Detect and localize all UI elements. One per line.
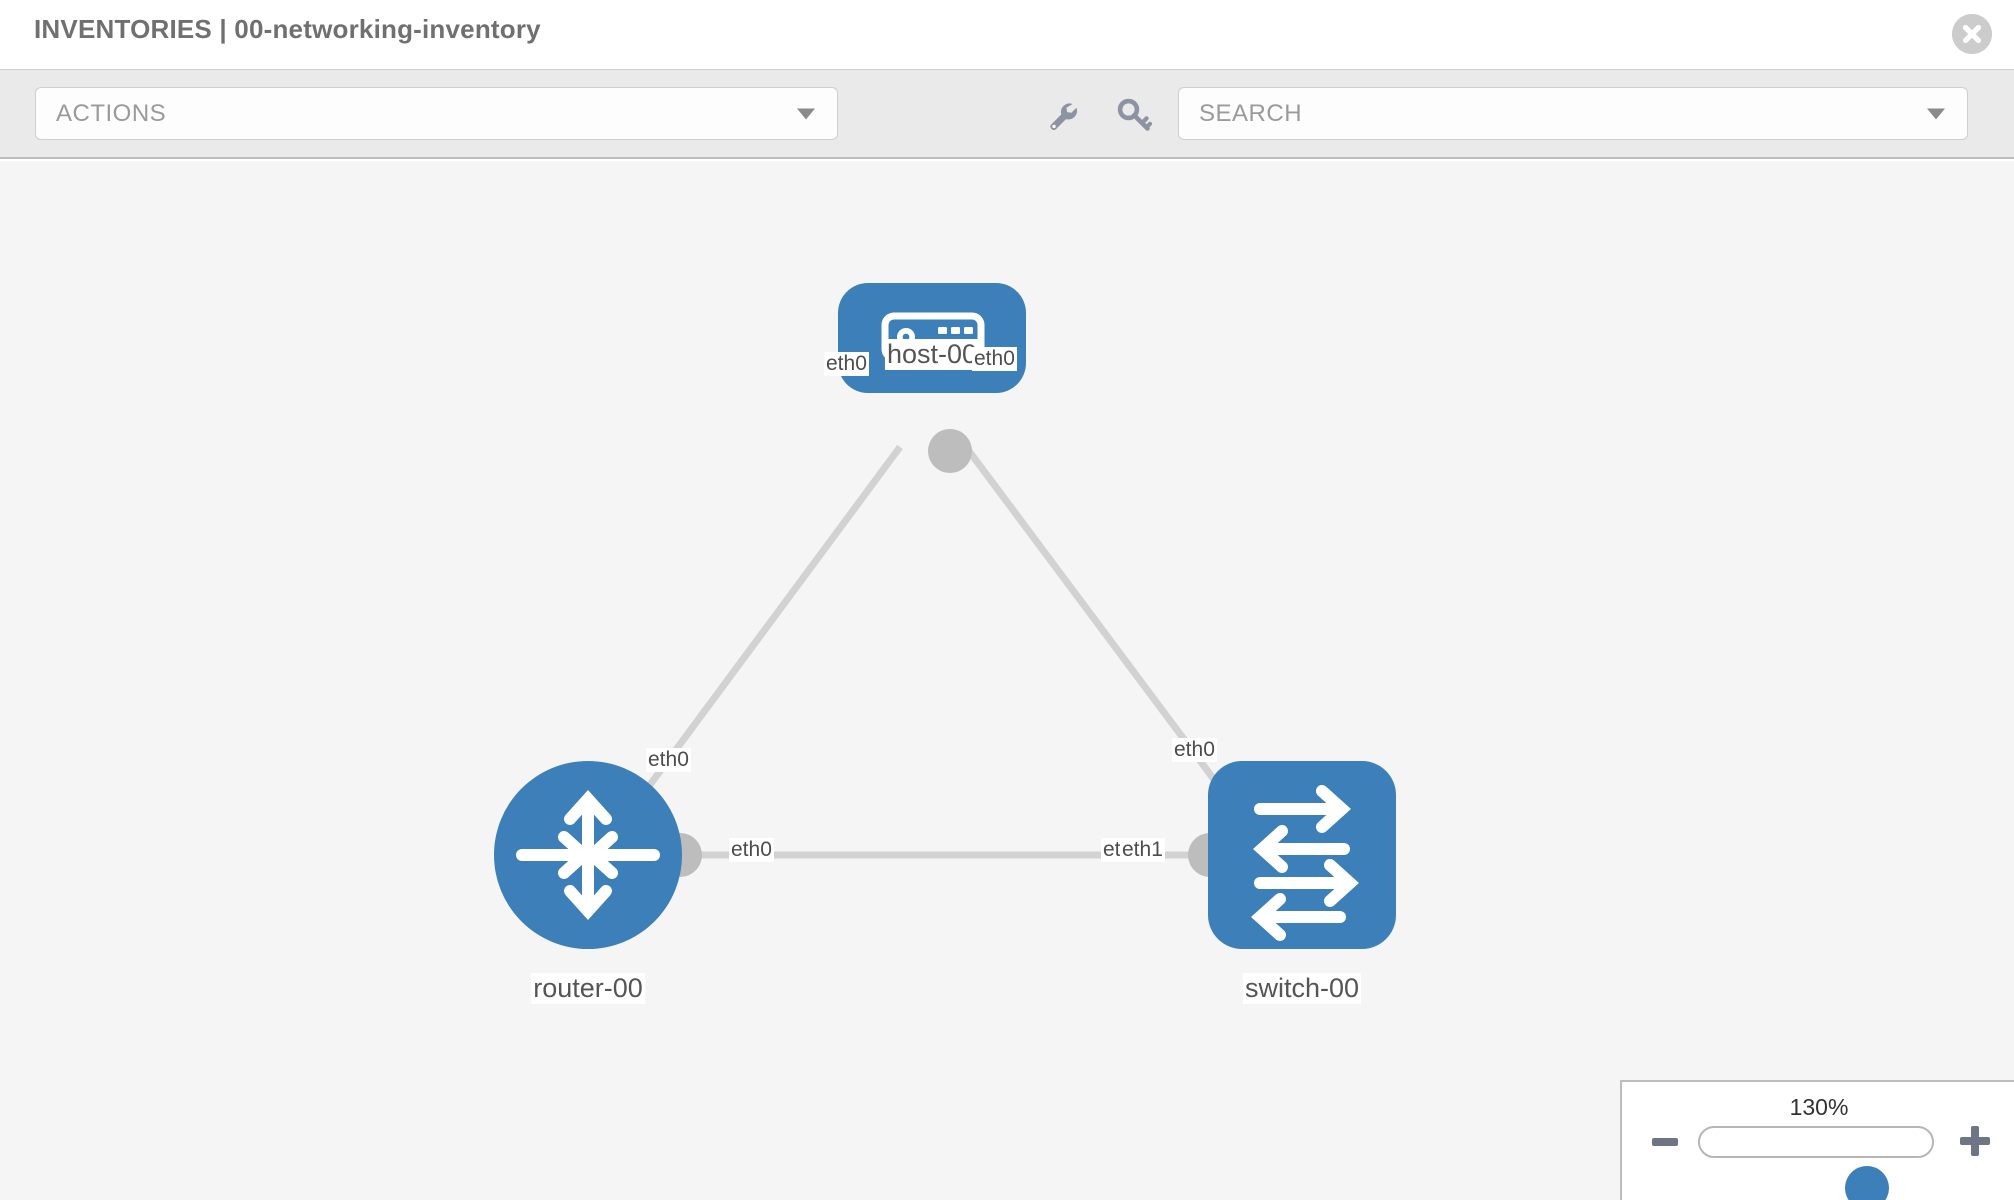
close-icon[interactable] xyxy=(1952,14,1992,54)
iface-label-host-right: eth0 xyxy=(972,347,1017,371)
zoom-out-button[interactable] xyxy=(1652,1138,1678,1146)
topology-graph xyxy=(494,283,1396,949)
topology-links xyxy=(635,444,1239,859)
router-arrows-icon xyxy=(516,790,660,920)
zoom-control-panel: 130% xyxy=(1620,1080,2014,1200)
chevron-down-icon xyxy=(797,108,815,119)
chevron-down-icon xyxy=(1927,108,1945,119)
zoom-in-button[interactable] xyxy=(1960,1126,1990,1156)
wrench-icon[interactable] xyxy=(1043,96,1081,134)
iface-label-switch-eth1: eth1 xyxy=(1120,838,1165,862)
node-router-00[interactable] xyxy=(494,761,682,949)
iface-label-host-left: eth0 xyxy=(824,352,869,376)
topology-canvas[interactable]: host-00 router-00 switch-00 eth0 eth0 et… xyxy=(0,161,2014,1200)
key-icon[interactable] xyxy=(1115,96,1153,134)
page-header: INVENTORIES | 00-networking-inventory xyxy=(0,0,2014,69)
iface-label-router-uplink: eth0 xyxy=(646,748,691,772)
zoom-slider-track[interactable] xyxy=(1698,1126,1934,1200)
switch-arrows-icon xyxy=(1251,785,1359,941)
actions-dropdown-label: ACTIONS xyxy=(56,99,167,127)
iface-label-switch-uplink: eth0 xyxy=(1172,738,1217,762)
link-host-router xyxy=(635,444,903,804)
zoom-slider-thumb[interactable] xyxy=(1845,1166,1889,1200)
node-switch-00[interactable] xyxy=(1208,761,1396,949)
actions-dropdown[interactable]: ACTIONS xyxy=(35,87,838,140)
iface-label-router-eth0: eth0 xyxy=(729,838,774,862)
breadcrumb: INVENTORIES | 00-networking-inventory xyxy=(34,14,541,44)
toolbar: ACTIONS SEARCH xyxy=(0,69,2014,159)
node-label-host-00: host-00 xyxy=(884,339,980,370)
connector-host-right xyxy=(928,429,972,473)
node-label-router-00: router-00 xyxy=(531,973,645,1004)
search-placeholder: SEARCH xyxy=(1199,99,1303,127)
node-label-switch-00: switch-00 xyxy=(1242,973,1362,1004)
node-host-00[interactable] xyxy=(838,283,1026,393)
search-input[interactable]: SEARCH xyxy=(1178,87,1968,140)
zoom-level-label: 130% xyxy=(1789,1094,1849,1120)
